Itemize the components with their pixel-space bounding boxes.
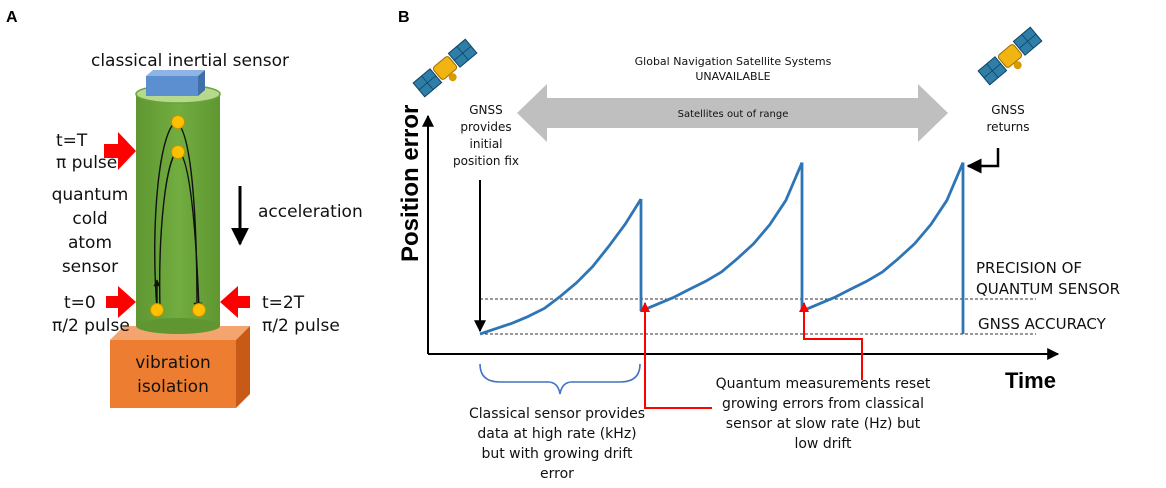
quantum-reset-arrows bbox=[640, 302, 863, 409]
precision-label-line2: QUANTUM SENSOR bbox=[976, 280, 1120, 298]
gnss-accuracy-label: GNSS ACCURACY bbox=[978, 315, 1107, 333]
classical-sensor-label: classical inertial sensor bbox=[91, 51, 289, 71]
reset-arrow-2 bbox=[799, 302, 863, 380]
classical-note-line2: data at high rate (kHz) bbox=[477, 426, 636, 442]
right-pulse-arrow bbox=[220, 286, 250, 318]
atom-label-line2: cold bbox=[72, 209, 107, 229]
atom-sensor-tube bbox=[135, 84, 221, 334]
classical-bracket bbox=[479, 363, 641, 395]
pulse-top-line1: t=T bbox=[56, 131, 88, 151]
y-axis-label: Position error bbox=[397, 105, 424, 262]
gnss-title-line2: UNAVAILABLE bbox=[695, 70, 770, 83]
vibration-isolation-base: vibration isolation bbox=[110, 326, 250, 408]
atom-label-line1: quantum bbox=[52, 185, 129, 205]
classical-note-line3: but with growing drift bbox=[481, 446, 633, 462]
isolation-label-line1: vibration bbox=[135, 353, 211, 373]
cold-atoms bbox=[150, 115, 206, 317]
x-axis-label: Time bbox=[1005, 368, 1056, 393]
panel-a-letter: A bbox=[6, 9, 18, 26]
panel-b: B Global Navigation Satellite Systems UN… bbox=[397, 9, 1120, 482]
gnss-provides-line1: GNSS bbox=[469, 103, 503, 117]
panel-b-letter: B bbox=[398, 9, 410, 26]
error-curve bbox=[479, 162, 965, 336]
curve-segment-1 bbox=[479, 198, 643, 336]
classical-sensor-box bbox=[146, 70, 205, 96]
out-of-range-label: Satellites out of range bbox=[678, 109, 789, 120]
satellite-icon bbox=[412, 38, 478, 98]
gnss-returns-line2: returns bbox=[987, 120, 1030, 134]
quantum-note-line3: sensor at slow rate (Hz) but bbox=[726, 416, 921, 432]
satellite-icon bbox=[977, 26, 1043, 86]
gnss-provides-line4: position fix bbox=[453, 154, 519, 168]
pulse-left-line2: π/2 pulse bbox=[52, 316, 130, 336]
atom-label-line4: sensor bbox=[62, 257, 118, 277]
classical-note-line4: error bbox=[540, 466, 574, 482]
isolation-label-line2: isolation bbox=[137, 377, 209, 397]
pulse-right-line2: π/2 pulse bbox=[262, 316, 340, 336]
acceleration-label: acceleration bbox=[258, 202, 363, 222]
left-pulse-arrow bbox=[106, 286, 136, 318]
gnss-provides-line3: initial bbox=[470, 137, 503, 151]
gnss-provides-line2: provides bbox=[460, 120, 511, 134]
pi-pulse-arrow bbox=[104, 132, 136, 170]
curve-segment-2 bbox=[640, 162, 804, 313]
pulse-right-line1: t=2T bbox=[262, 293, 305, 313]
reset-arrow-1 bbox=[640, 302, 712, 409]
gnss-returns-arrow bbox=[966, 148, 1000, 174]
classical-note-line1: Classical sensor provides bbox=[469, 406, 645, 422]
atom-label-line3: atom bbox=[68, 233, 112, 253]
pulse-left-line1: t=0 bbox=[64, 293, 96, 313]
quantum-note-line2: growing errors from classical bbox=[722, 396, 924, 412]
pulse-top-line2: π pulse bbox=[56, 153, 117, 173]
gnss-returns-line1: GNSS bbox=[991, 103, 1025, 117]
quantum-note-line1: Quantum measurements reset bbox=[716, 376, 931, 392]
curve-segment-3 bbox=[801, 162, 965, 313]
quantum-note-line4: low drift bbox=[794, 436, 852, 452]
gnss-title-line1: Global Navigation Satellite Systems bbox=[635, 55, 832, 68]
out-of-range-arrow bbox=[517, 84, 948, 142]
precision-label-line1: PRECISION OF bbox=[976, 259, 1082, 277]
panel-a: A vibration isolation classical inertial… bbox=[6, 9, 363, 408]
